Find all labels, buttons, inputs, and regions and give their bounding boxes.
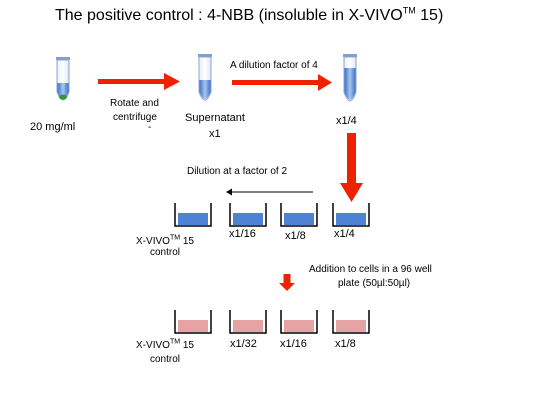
well-label-1-16: x1/16 <box>229 228 256 240</box>
tube-icon-diluted <box>343 54 357 102</box>
well-label-1-4: x1/4 <box>334 228 355 240</box>
dilution-4-result: x1/4 <box>336 115 357 127</box>
transfer-label-line-1: Addition to cells in a 96 well <box>309 264 432 275</box>
rotate-label: Rotate and <box>110 98 159 109</box>
well-row-1 <box>174 203 370 227</box>
centrifuge-tick: - <box>148 122 152 133</box>
well-icon-1-16-cells <box>280 310 318 334</box>
page-title: The positive control : 4-NBB (insoluble … <box>55 5 444 24</box>
arrow-icon-centrifuge <box>98 73 180 90</box>
tube-icon-stock <box>56 57 70 101</box>
supernatant-factor: x1 <box>209 128 221 140</box>
well-label-1-16-cells: x1/16 <box>280 338 307 350</box>
control-label-row-1: X-VIVOTM 15 control <box>136 234 194 258</box>
serial-dilution-label: Dilution at a factor of 2 <box>187 166 288 177</box>
tube-icon-supernatant <box>198 54 212 101</box>
arrow-left-icon-serial-dilution <box>226 188 313 196</box>
transfer-label-line-2: plate (50µl:50µl) <box>338 278 411 289</box>
well-icon-1-8-cells <box>332 310 370 334</box>
stock-concentration-label: 20 mg/ml <box>30 121 76 133</box>
well-icon-1-32 <box>229 310 267 334</box>
centrifuge-label: centrifuge <box>113 112 157 123</box>
arrow-icon-dilution-4 <box>232 74 332 91</box>
well-icon-control <box>174 203 212 227</box>
supernatant-label: Supernatant <box>185 112 245 124</box>
arrow-down-icon-to-cells <box>279 274 295 291</box>
well-icon-1-16 <box>229 203 267 227</box>
well-row-2 <box>174 310 370 334</box>
arrow-down-icon-transfer <box>340 133 363 202</box>
dilution-4-label: A dilution factor of 4 <box>230 60 318 71</box>
well-label-1-8: x1/8 <box>285 230 306 242</box>
pellet-icon <box>59 94 67 100</box>
well-icon-control-cells <box>174 310 212 334</box>
well-label-1-8-cells: x1/8 <box>335 338 356 350</box>
control-label-row-2: X-VIVOTM 15 control <box>136 338 194 365</box>
well-icon-1-8 <box>280 203 318 227</box>
well-label-1-32: x1/32 <box>230 338 257 350</box>
well-icon-1-4 <box>332 203 370 227</box>
